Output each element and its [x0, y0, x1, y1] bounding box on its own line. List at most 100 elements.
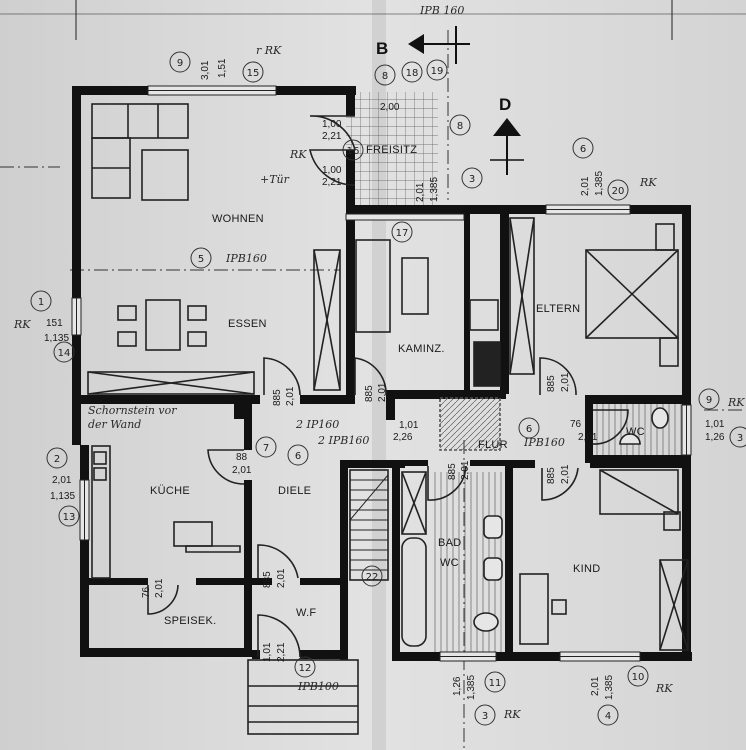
room-label-wc-right: WC: [626, 426, 645, 438]
note-rk-right: RK: [727, 396, 745, 409]
dim-201m: 2,01: [276, 568, 287, 588]
dim-301: 3,01: [200, 60, 211, 80]
circle-9r: 9: [706, 395, 712, 406]
dim-201f: 2,01: [578, 432, 598, 443]
circle-7: 7: [263, 443, 269, 454]
note-rk-bottom2: RK: [655, 682, 673, 695]
dim-885h: 885: [546, 467, 557, 484]
dim-1385d: 1,385: [604, 675, 615, 700]
doors: [147, 115, 629, 658]
room-label-freisitz: FREISITZ: [366, 144, 417, 156]
room-label-bad-wc: WC: [440, 557, 459, 569]
dim-200: 2,00: [380, 102, 400, 113]
dim-1385b: 1,385: [594, 171, 605, 196]
room-label-eltern: ELTERN: [536, 303, 580, 315]
room-label-wohnen: WOHNEN: [212, 213, 264, 225]
circle-1: 1: [38, 297, 44, 308]
room-label-kueche: KÜCHE: [150, 485, 190, 497]
circle-12: 12: [299, 663, 312, 674]
dim-221b: 2,21: [322, 177, 342, 188]
dim-201-left: 2,01: [52, 475, 72, 486]
dim-1385a: 1,385: [429, 177, 440, 202]
circle-6c: 6: [526, 424, 532, 435]
freisitz-tiles: [346, 92, 438, 212]
circle-15: 15: [247, 68, 260, 79]
note-tuer: +Tür: [260, 173, 290, 186]
dim-885e: 885: [546, 375, 557, 392]
dim-126-right: 1,26: [705, 432, 725, 443]
note-ipb100: IPB100: [297, 680, 339, 693]
room-label-speisek: SPEISEK.: [164, 615, 217, 627]
note-rk-left2: RK: [13, 318, 31, 331]
circle-17: 17: [396, 228, 409, 239]
room-label-flur: FLUR: [478, 439, 508, 451]
circled-numbers: [30, 51, 746, 726]
section-marker-d: D: [490, 95, 524, 175]
section-label-d: D: [499, 95, 511, 114]
circle-6b: 6: [295, 451, 301, 462]
note-ipb160-flur: IPB160: [523, 436, 565, 449]
dim-126b: 1,26: [452, 676, 463, 696]
circle-8: 8: [382, 71, 388, 82]
furniture: [87, 103, 689, 735]
note-schornstein-1: Schornstein vor: [88, 404, 177, 417]
dim-221a: 2,21: [322, 131, 342, 142]
note-ipb160-diele-2: 2 IPB160: [317, 434, 369, 447]
circle-3r: 3: [737, 433, 743, 444]
dim-885g: 885: [447, 463, 458, 480]
dim-201e: 2,01: [560, 372, 571, 392]
dim-201n: 2,01: [590, 676, 601, 696]
dim-101b: 1,01: [262, 642, 273, 662]
dim-201d: 2,01: [377, 382, 388, 402]
room-labels: WOHNEN ESSEN KAMINZ. ELTERN FLUR WC KÜCH…: [150, 144, 645, 627]
dim-88: 88: [236, 452, 248, 463]
circle-18: 18: [406, 68, 419, 79]
circle-3b: 3: [469, 174, 475, 185]
section-marker-b: B: [376, 26, 470, 64]
section-label-b: B: [376, 39, 388, 58]
dim-201c: 2,01: [285, 386, 296, 406]
note-ipb160-top: IPB 160: [419, 4, 464, 17]
note-rk-eltern: RK: [639, 176, 657, 189]
dim-885a: 885: [272, 389, 283, 406]
dim-226: 2,26: [393, 432, 413, 443]
handwritten-notes: IPB 160 r RK RK +Tür RK RK IPB160 RK Sch…: [13, 4, 745, 721]
dim-100b: 1,00: [322, 165, 342, 176]
dim-76b: 76: [141, 586, 152, 598]
circle-13: 13: [63, 512, 76, 523]
circle-11: 11: [489, 678, 502, 689]
room-label-bad: BAD: [438, 537, 462, 549]
dim-885j: 885: [262, 571, 273, 588]
dim-101-right: 1,01: [705, 419, 725, 430]
room-label-kind: KIND: [573, 563, 600, 575]
circle-6a: 6: [580, 144, 586, 155]
circle-16: 16: [347, 146, 360, 157]
note-rk-top: r RK: [256, 44, 282, 57]
circle-3a: 3: [482, 711, 488, 722]
circle-22: 22: [366, 572, 379, 583]
circled-number-labels: 9 15 8 18 19 16 17 6 5 1 14 7 6 6 2 13 2…: [38, 58, 743, 722]
note-rk-left1: RK: [289, 148, 307, 161]
note-rk-bottom1: RK: [503, 708, 521, 721]
circle-4: 4: [605, 711, 611, 722]
dim-201g: 2,01: [232, 465, 252, 476]
room-label-wf: W.F: [296, 607, 316, 619]
dim-76a: 76: [570, 419, 582, 430]
dim-201i: 2,01: [560, 464, 571, 484]
dim-100a: 1,00: [322, 119, 342, 130]
dim-151-left: 151: [46, 318, 63, 329]
wc-right-floor: [592, 403, 684, 457]
dim-201a: 2,01: [415, 182, 426, 202]
note-ipb160-wohnen: IPB160: [225, 252, 267, 265]
dim-151: 1,51: [217, 58, 228, 78]
dim-201k: 2,01: [154, 578, 165, 598]
dim-201b: 2,01: [580, 176, 591, 196]
dimension-labels: 3,01 1,51 1,00 2,21 1,00 2,21 2,00 2,01 …: [44, 58, 725, 700]
circle-9: 9: [177, 58, 183, 69]
dim-885b: 885: [364, 385, 375, 402]
dim-201h: 2,01: [460, 460, 471, 480]
windows: [71, 85, 692, 662]
circle-20: 20: [612, 186, 625, 197]
dim-221c: 2,21: [276, 642, 287, 662]
